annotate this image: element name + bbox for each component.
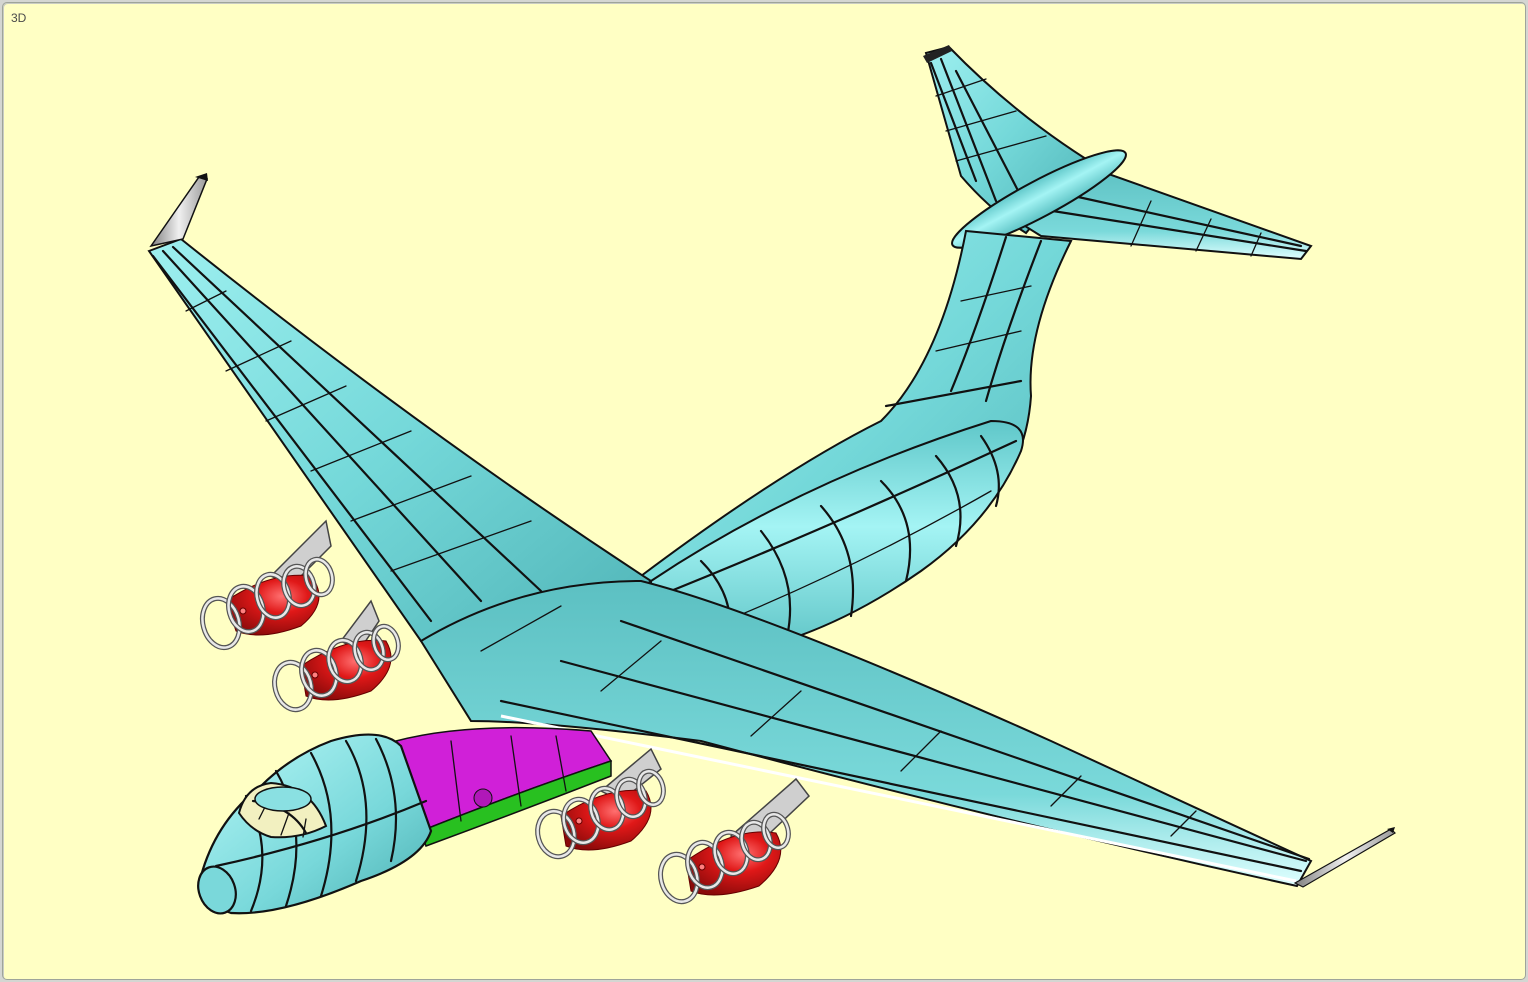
view-label: 3D — [11, 11, 27, 25]
cockpit-canopy — [237, 781, 328, 839]
engine-2 — [272, 599, 401, 713]
horizontal-stabilizer — [951, 149, 1313, 261]
left-winglet — [149, 173, 209, 248]
cargo-bay-structure — [395, 726, 613, 847]
aircraft-model[interactable] — [3, 3, 1525, 979]
fuselage — [639, 229, 1073, 658]
left-wing — [147, 237, 653, 653]
engine-3 — [535, 747, 666, 860]
engine-4 — [658, 777, 811, 905]
right-winglet — [1293, 827, 1396, 888]
right-wing — [419, 579, 1313, 888]
engine-1 — [199, 519, 335, 651]
resize-grip[interactable] — [1517, 971, 1525, 979]
